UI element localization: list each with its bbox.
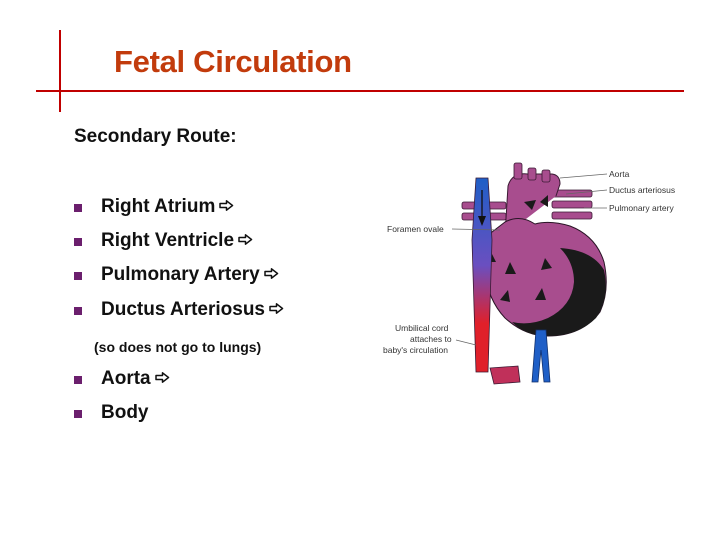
bullet-marker-icon (74, 272, 82, 280)
label-leaders (451, 173, 608, 346)
bullet-marker-icon (74, 238, 82, 246)
right-arrow-icon (154, 372, 169, 383)
bullet-marker-icon (74, 307, 82, 315)
title-accent-vertical-rule (59, 30, 61, 112)
bullet-label: Right Ventricle (101, 230, 235, 251)
label-ductus-arteriosus: Ductus arteriosus (609, 185, 675, 195)
label-umbilical-cord-2: attaches to (410, 334, 452, 344)
vena-cava-tube (471, 177, 493, 373)
right-arrow-icon (264, 268, 278, 279)
bullet-marker-icon (74, 376, 82, 384)
label-umbilical-cord-3: baby's circulation (383, 345, 448, 355)
label-foramen-ovale: Foramen ovale (387, 224, 444, 234)
slide-title: Fetal Circulation (114, 44, 352, 79)
pulmonary-branches-right (551, 189, 593, 220)
title-accent-horizontal-rule (36, 90, 684, 92)
bullet-label: Aorta (101, 368, 151, 389)
right-arrow-icon (219, 200, 234, 211)
label-pulmonary-artery: Pulmonary artery (609, 203, 674, 213)
bullet-marker-icon (74, 204, 82, 212)
label-aorta: Aorta (609, 169, 630, 179)
label-umbilical-cord-1: Umbilical cord (395, 323, 449, 333)
bullet-label: Right Atrium (101, 196, 216, 217)
right-arrow-icon (238, 234, 253, 245)
subtitle: Secondary Route: (74, 126, 237, 147)
bullet-label: Pulmonary Artery (101, 264, 260, 285)
note-text: (so does not go to lungs) (94, 339, 262, 355)
down-arrow-icon (478, 216, 486, 226)
left-ventricle-wall (512, 248, 606, 336)
bullet-label: Body (101, 402, 149, 423)
aorta-top-branches (513, 162, 551, 183)
fetal-heart-diagram: Aorta Ductus arteriosus Pulmonary artery… (383, 162, 675, 385)
bullet-label: Ductus Arteriosus (101, 299, 265, 320)
right-arrow-icon (269, 303, 284, 314)
umbilical-vessel (489, 365, 521, 385)
bullet-marker-icon (74, 410, 82, 418)
descending-vessel-blue (531, 329, 551, 383)
